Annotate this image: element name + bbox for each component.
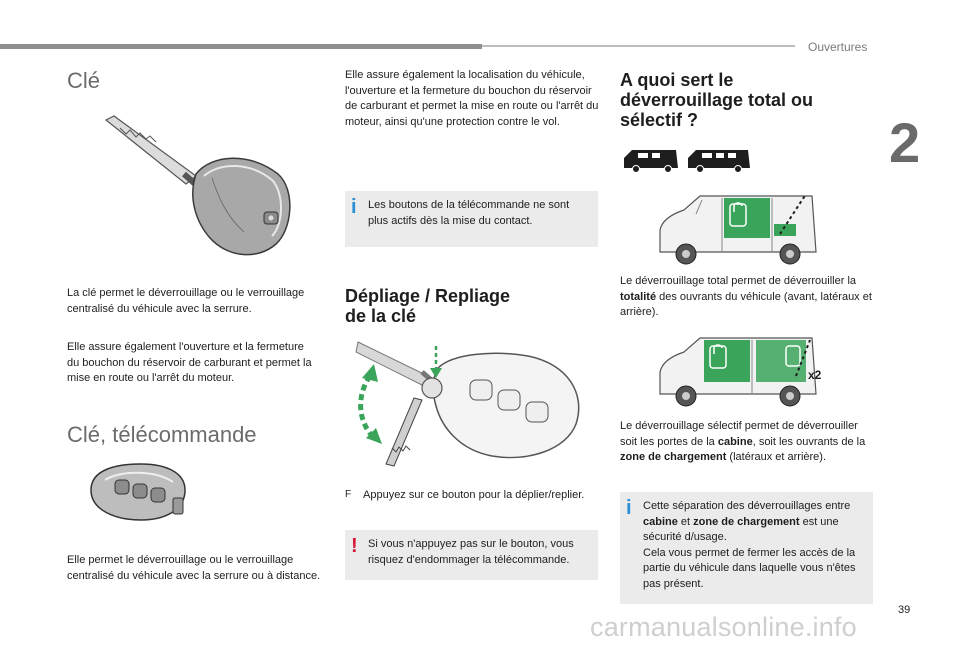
heading-fold-line-1: Dépliage / Repliage: [345, 286, 511, 306]
watermark: carmanualsonline.info: [590, 612, 857, 642]
remote-paragraph: Elle permet le déverrouillage ou le verr…: [67, 554, 321, 582]
bullet-marker: F: [345, 489, 352, 500]
warning-note-text: Si vous n'appuyez pas sur le bouton, vou…: [368, 538, 574, 566]
section-label: Ouvertures: [808, 40, 868, 54]
info-note-separation: i Cette séparation des déverrouillages e…: [620, 492, 873, 604]
header-rule-right: [482, 45, 795, 47]
info-icon: i: [626, 497, 632, 519]
selective-unlock-van-illustration: [659, 337, 817, 407]
heading-unlock-line-3: sélectif ?: [620, 110, 699, 130]
remote-functions-paragraph: Elle assure également la localisation du…: [345, 69, 599, 128]
chapter-number: 2: [889, 111, 921, 174]
folding-key-illustration: [355, 341, 580, 467]
header-rule-left: [0, 44, 482, 49]
times-two-label: x2: [808, 368, 822, 382]
heading-remote-key: Clé, télécommande: [67, 422, 257, 447]
info-icon: i: [351, 196, 357, 218]
key-illustration: [104, 115, 291, 256]
total-unlock-van-illustration: [659, 193, 817, 265]
warning-note: ! Si vous n'appuyez pas sur le bouton, v…: [345, 530, 598, 580]
selective-unlock-paragraph: Le déverrouillage sélectif permet de dév…: [620, 420, 866, 464]
key-paragraph-2: Elle assure également l'ouverture et la …: [67, 341, 312, 385]
info-note-text: Les boutons de la télécommande ne sont p…: [368, 199, 570, 227]
key-paragraph-1: La clé permet le déverrouillage ou le ve…: [67, 287, 305, 315]
heading-key: Clé: [67, 68, 101, 93]
page-number: 39: [898, 604, 911, 616]
total-unlock-paragraph: Le déverrouillage total permet de déverr…: [620, 275, 872, 319]
heading-unlock-line-1: A quoi sert le: [620, 70, 734, 90]
info-note-remote-buttons: i Les boutons de la télécommande ne sont…: [345, 191, 598, 247]
heading-unlock-line-2: déverrouillage total ou: [620, 90, 814, 110]
van-silhouettes-icon: [624, 150, 750, 173]
fold-instruction: Appuyez sur ce bouton pour la déplier/re…: [363, 489, 585, 501]
warning-icon: !: [351, 535, 358, 557]
heading-fold-line-2: de la clé: [345, 306, 417, 326]
remote-key-illustration: [90, 463, 186, 521]
info-note-separation-text: Cette séparation des déverrouillages ent…: [643, 500, 856, 590]
